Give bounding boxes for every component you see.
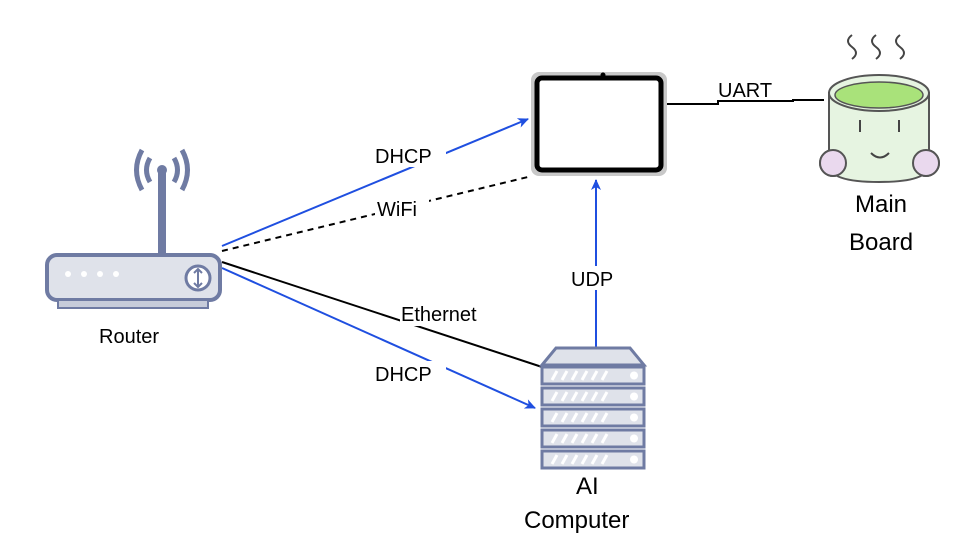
main-board-label-line2: Board bbox=[849, 229, 913, 256]
main-board-label-line1: Main bbox=[855, 191, 907, 218]
edge-label-uart: UART bbox=[718, 80, 772, 102]
edge-label-dhcp-tablet: DHCP bbox=[375, 146, 432, 168]
edge-router-ai-ethernet bbox=[221, 261, 543, 368]
server-unit bbox=[540, 365, 646, 386]
ai-computer-label-line2: Computer bbox=[524, 507, 629, 534]
server-icon[interactable] bbox=[538, 346, 648, 470]
edge-label-udp: UDP bbox=[571, 269, 613, 291]
router-label: Router bbox=[99, 326, 159, 348]
server-unit bbox=[540, 449, 646, 470]
edge-label-wifi: WiFi bbox=[377, 199, 417, 221]
edge-router-ai-dhcp bbox=[221, 267, 536, 409]
edge-router-tablet-dhcp bbox=[221, 118, 529, 247]
server-unit bbox=[540, 407, 646, 428]
main-board-icon[interactable] bbox=[819, 34, 940, 184]
server-unit bbox=[540, 428, 646, 449]
ai-computer-label-line1: AI bbox=[576, 473, 599, 500]
router-icon[interactable] bbox=[45, 148, 222, 309]
edge-label-ethernet: Ethernet bbox=[401, 304, 477, 326]
server-unit bbox=[540, 386, 646, 407]
edge-tablet-board-uart bbox=[667, 99, 824, 105]
tablet-icon[interactable] bbox=[531, 72, 667, 176]
edge-label-dhcp-ai: DHCP bbox=[375, 364, 432, 386]
